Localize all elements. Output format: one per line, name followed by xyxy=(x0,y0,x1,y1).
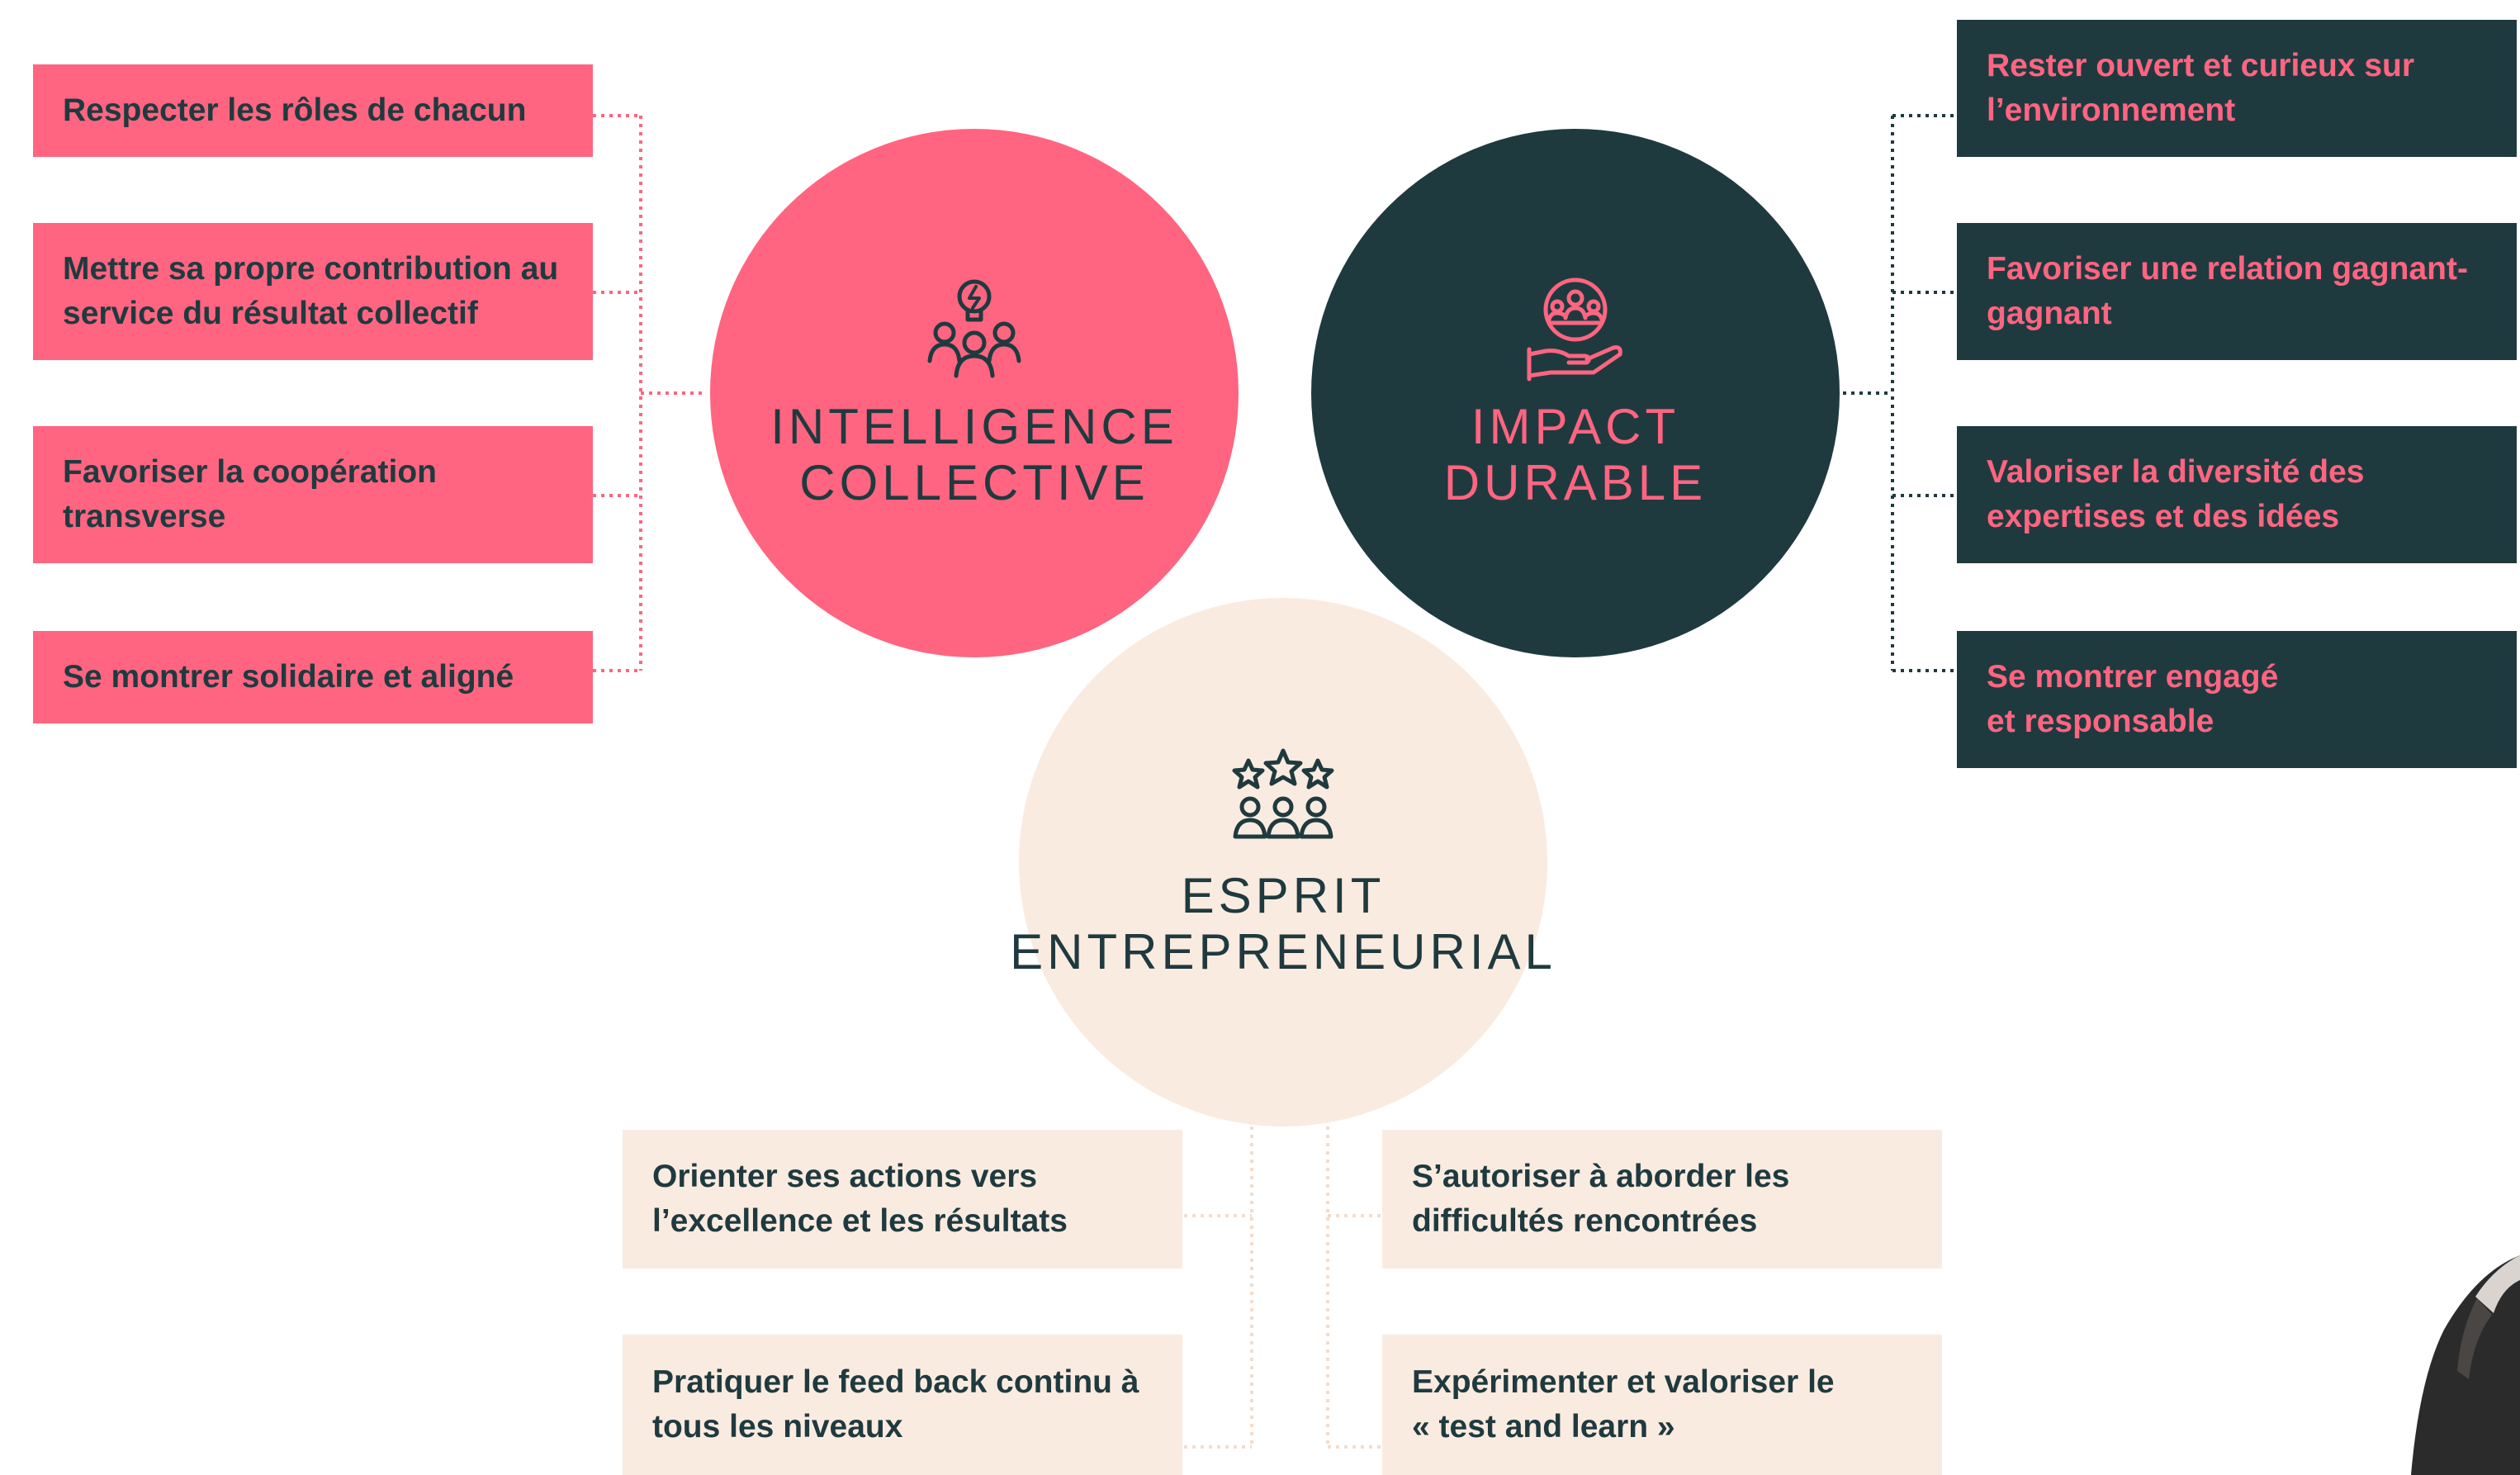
right-item-2: Favoriser une relation gagnant- gagnant xyxy=(1957,223,2517,360)
left-item-1: Respecter les rôles de chacun xyxy=(33,64,593,157)
right-item-3: Valoriser la diversité des expertises et… xyxy=(1957,426,2517,563)
esprit-entrepreneurial-title: ESPRIT ENTREPRENEURIAL xyxy=(1010,868,1556,979)
left-item-4: Se montrer solidaire et aligné xyxy=(33,631,593,723)
impact-durable-title: IMPACT DURABLE xyxy=(1443,399,1708,510)
impact-durable-circle: IMPACT DURABLE xyxy=(1311,129,1840,657)
bottom-item-3: Pratiquer le feed back continu à tous le… xyxy=(623,1335,1182,1475)
right-item-4: Se montrer engagé et responsable xyxy=(1957,631,2517,768)
intelligence-collective-title: INTELLIGENCE COLLECTIVE xyxy=(770,399,1178,510)
team-stars-icon xyxy=(1232,748,1334,839)
esprit-entrepreneurial-circle: ESPRIT ENTREPRENEURIAL xyxy=(1010,598,1552,1126)
hand-holding-team-icon xyxy=(1527,277,1622,382)
intelligence-collective-circle: INTELLIGENCE COLLECTIVE xyxy=(710,129,1239,657)
bottom-item-2: S’autoriser à aborder les difficultés re… xyxy=(1382,1130,1942,1269)
person-photo-partial xyxy=(2411,1255,2520,1475)
left-item-3: Favoriser la coopération transverse xyxy=(33,426,593,563)
left-item-2: Mettre sa propre contribution au service… xyxy=(33,223,593,360)
team-idea-icon xyxy=(927,279,1021,378)
right-item-1: Rester ouvert et curieux sur l’environne… xyxy=(1957,20,2517,157)
bottom-item-1: Orienter ses actions vers l’excellence e… xyxy=(623,1130,1182,1269)
bottom-item-4: Expérimenter et valoriser le « test and … xyxy=(1382,1335,1942,1475)
